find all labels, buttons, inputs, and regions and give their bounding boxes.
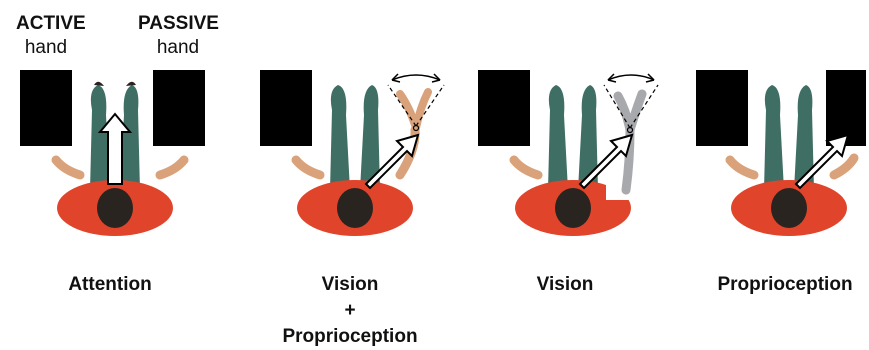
- active-hand-box: [478, 70, 530, 146]
- active-hand-header: ACTIVE hand: [16, 12, 76, 60]
- active-hand-box: [260, 70, 312, 146]
- caption-line-proprioception: Proprioception: [270, 324, 430, 350]
- panel-vision: [468, 60, 678, 260]
- passive-hand-title: PASSIVE: [138, 12, 218, 36]
- panel-attention: [10, 60, 220, 260]
- caption-line-plus: +: [270, 298, 430, 324]
- passive-hand-header: PASSIVE hand: [138, 12, 218, 60]
- passive-hand-box: [153, 70, 205, 146]
- caption-vision: Vision: [505, 272, 625, 298]
- active-hand-title: ACTIVE: [16, 12, 76, 36]
- passive-hand-subtitle: hand: [138, 36, 218, 60]
- panel-vision-proprioception: [250, 60, 460, 260]
- active-hand-box: [696, 70, 748, 146]
- caption-proprioception: Proprioception: [705, 272, 865, 298]
- caption-attention: Attention: [40, 272, 180, 298]
- caption-vision-proprioception: Vision + Proprioception: [270, 272, 430, 350]
- active-hand-box: [20, 70, 72, 146]
- caption-line-vision: Vision: [270, 272, 430, 298]
- active-hand-subtitle: hand: [16, 36, 76, 60]
- panel-proprioception: [688, 60, 869, 260]
